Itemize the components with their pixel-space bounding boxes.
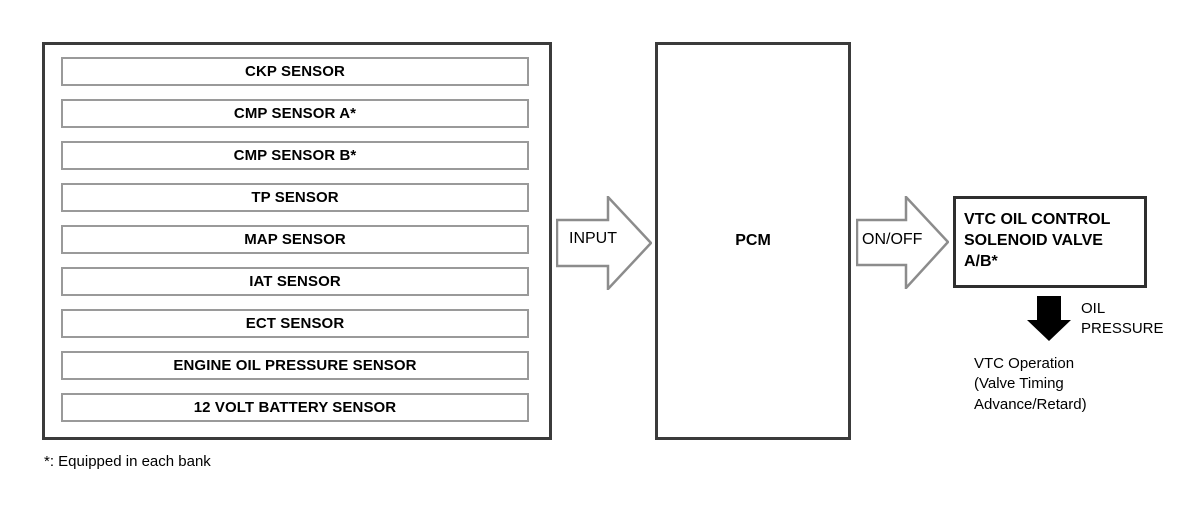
down-solid-arrow-icon [1027, 296, 1071, 341]
pcm-label: PCM [735, 232, 771, 249]
sensor-label: 12 VOLT BATTERY SENSOR [193, 399, 397, 416]
sensor-box: ECT SENSOR [61, 309, 529, 338]
oil-pressure-arrow [1026, 296, 1072, 347]
input-arrow [556, 196, 652, 290]
vtc-solenoid-box: VTC OIL CONTROL SOLENOID VALVE A/B* [953, 196, 1147, 288]
sensor-label: CMP SENSOR A* [233, 105, 357, 122]
vtc-operation-label: VTC Operation (Valve Timing Advance/Reta… [974, 355, 1087, 413]
pcm-box: PCM [655, 42, 851, 440]
sensor-label: IAT SENSOR [249, 273, 341, 290]
oil-pressure-label: OIL PRESSURE [1081, 300, 1164, 337]
sensor-group-container: CKP SENSOR CMP SENSOR A* CMP SENSOR B* T… [42, 42, 552, 440]
sensor-box: TP SENSOR [61, 183, 529, 212]
right-block-arrow-icon [556, 196, 652, 290]
sensor-box: MAP SENSOR [61, 225, 529, 254]
sensor-box: IAT SENSOR [61, 267, 529, 296]
sensor-list: CKP SENSOR CMP SENSOR A* CMP SENSOR B* T… [61, 57, 529, 422]
sensor-label: ECT SENSOR [245, 315, 345, 332]
sensor-label: CMP SENSOR B* [233, 147, 357, 164]
sensor-box: CMP SENSOR B* [61, 141, 529, 170]
sensor-label: MAP SENSOR [244, 231, 346, 248]
sensor-box: CKP SENSOR [61, 57, 529, 86]
sensor-box: CMP SENSOR A* [61, 99, 529, 128]
sensor-box: ENGINE OIL PRESSURE SENSOR [61, 351, 529, 380]
sensor-label: TP SENSOR [251, 189, 339, 206]
sensor-box: 12 VOLT BATTERY SENSOR [61, 393, 529, 422]
footnote-text: *: Equipped in each bank [44, 453, 211, 470]
vtc-solenoid-label: VTC OIL CONTROL SOLENOID VALVE A/B* [964, 211, 1111, 271]
sensor-label: ENGINE OIL PRESSURE SENSOR [173, 357, 417, 374]
sensor-label: CKP SENSOR [245, 63, 345, 80]
input-arrow-caption: INPUT [569, 230, 617, 247]
right-block-arrow-icon [856, 196, 949, 289]
onoff-arrow-caption: ON/OFF [862, 231, 923, 248]
onoff-arrow [856, 196, 949, 289]
